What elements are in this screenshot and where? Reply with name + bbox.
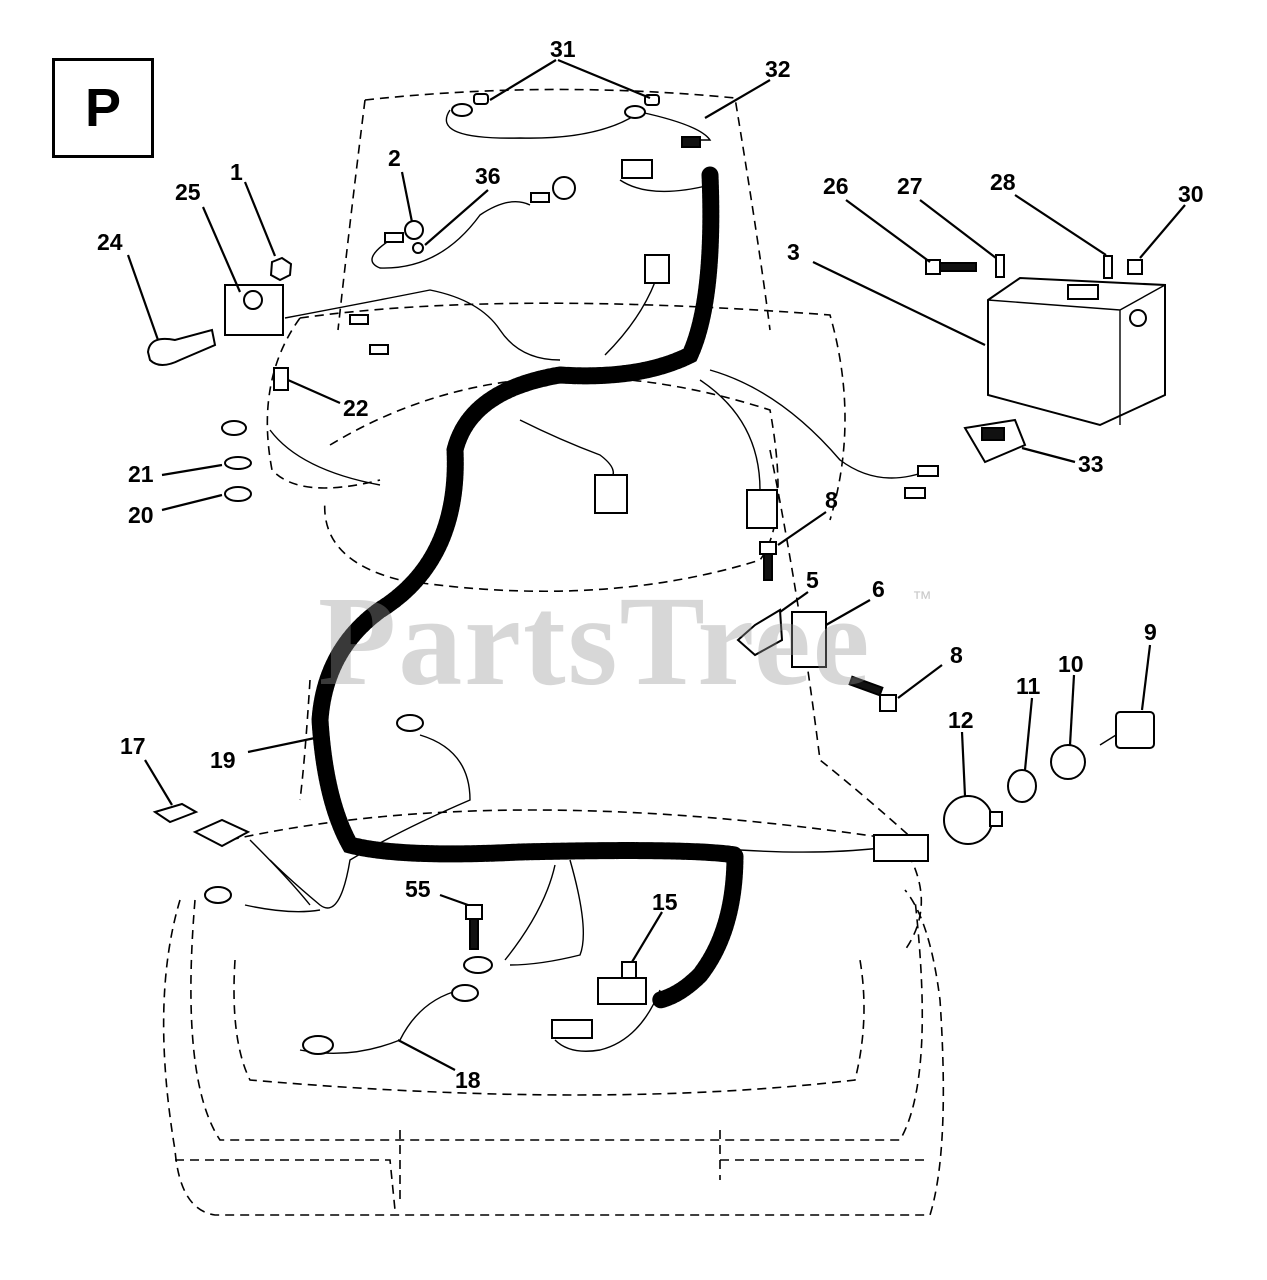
nut-11: [1007, 769, 1037, 803]
nut-1: [269, 256, 293, 282]
harness-connector: [873, 834, 929, 862]
bolt-55-shank: [469, 918, 479, 950]
callout-55: 55: [405, 876, 431, 902]
ring-terminal-upper: [221, 420, 247, 436]
leader-lines: [126, 58, 1186, 1071]
callout-9: 9: [1144, 619, 1157, 645]
tractor-outline: [162, 88, 945, 1216]
spade-tab-b: [369, 344, 389, 355]
callout-1: 1: [230, 159, 243, 185]
callout-22: 22: [343, 395, 369, 421]
bezel-10: [1050, 744, 1086, 780]
connector-32: [681, 136, 701, 148]
battery-3: [987, 276, 1166, 427]
battery-label: [1067, 284, 1099, 300]
callout-20: 20: [128, 502, 154, 528]
bolt-8-lower-shank: [848, 675, 884, 697]
safety-switch-15: [597, 977, 647, 1005]
bolt-26: [925, 259, 941, 275]
ring-terminal-17: [204, 886, 232, 904]
ignition-switch-shaft: [989, 811, 1003, 827]
callout-19: 19: [210, 747, 236, 773]
connector-top: [621, 159, 653, 179]
callout-24: 24: [97, 229, 123, 255]
connector-15: [551, 1019, 593, 1039]
watermark-trademark: ™: [912, 588, 932, 610]
callout-10: 10: [1058, 651, 1084, 677]
lamp-socket-left: [451, 103, 473, 117]
callout-5: 5: [806, 567, 819, 593]
spade-terminal-b: [904, 487, 926, 499]
callout-15: 15: [652, 889, 678, 915]
callout-26: 26: [823, 173, 849, 199]
terminal-tab-36: [530, 192, 550, 203]
callout-28: 28: [990, 169, 1016, 195]
bolt-55: [465, 904, 483, 920]
battery-post-positive: [1129, 309, 1147, 327]
nut-30: [1127, 259, 1143, 275]
ring-terminal-18-lower: [302, 1035, 334, 1055]
ring-terminal-55: [463, 956, 493, 974]
callout-27: 27: [897, 173, 923, 199]
callout-33: 33: [1078, 451, 1104, 477]
callout-3: 3: [787, 239, 800, 265]
clamp-28: [1103, 255, 1113, 279]
callout-36: 36: [475, 163, 501, 189]
bolt-22: [273, 367, 289, 391]
wire-loom-19: [311, 166, 744, 1009]
spade-terminal-a: [917, 465, 939, 477]
callout-8-upper: 8: [825, 487, 838, 513]
bolt-26-thread: [939, 262, 977, 272]
bolt-8-upper: [759, 541, 777, 555]
callout-31: 31: [550, 36, 576, 62]
bolt-8-upper-shank: [763, 553, 773, 581]
ring-terminal-19: [396, 714, 424, 732]
washer-21: [224, 456, 252, 470]
callout-6: 6: [872, 576, 885, 602]
ring-terminal-2: [404, 220, 424, 240]
clamp-27: [995, 254, 1005, 278]
callout-11: 11: [1016, 673, 1041, 699]
ignition-switch-12: [943, 795, 993, 845]
callout-21: 21: [128, 461, 154, 487]
nut-20: [224, 486, 252, 502]
safety-switch-plunger: [621, 961, 637, 979]
parts: [146, 93, 1166, 1055]
lamp-bulb-left: [473, 93, 489, 105]
callout-8-lower: 8: [950, 642, 963, 668]
lamp-socket-right: [624, 105, 646, 119]
terminal-tab-2: [384, 232, 404, 243]
rocker-switch-button: [981, 427, 1005, 441]
terminal-boot-24: [146, 328, 217, 366]
callout-30: 30: [1178, 181, 1204, 207]
bracket-5: [736, 608, 784, 657]
fuse-17: [152, 802, 199, 824]
callout-18: 18: [455, 1067, 481, 1093]
ring-terminal-36: [552, 176, 576, 200]
callout-labels: 31 32 2 36 1 25 24 22 21 20 26 27 28 30 …: [97, 36, 1204, 1093]
connector-plug-c: [746, 489, 778, 529]
callout-2: 2: [388, 145, 401, 171]
callout-17: 17: [120, 733, 146, 759]
connector-plug-a: [644, 254, 670, 284]
battery-top-edge: [987, 284, 1166, 425]
solenoid-terminal: [243, 290, 263, 310]
callout-25: 25: [175, 179, 201, 205]
thin-wires: [244, 109, 931, 1055]
callout-12: 12: [948, 707, 974, 733]
fuse-holder: [192, 818, 251, 848]
section-label-box: P: [52, 58, 154, 158]
key-9: [1115, 711, 1155, 749]
spade-tab-a: [349, 314, 369, 325]
connector-plug-b: [594, 474, 628, 514]
washer-36: [412, 242, 424, 254]
key-blade: [1099, 734, 1117, 746]
callout-32: 32: [765, 56, 791, 82]
bolt-8-lower: [879, 694, 897, 712]
ring-terminal-18-upper: [451, 984, 479, 1002]
section-label: P: [84, 78, 122, 138]
relay-6: [791, 611, 827, 668]
